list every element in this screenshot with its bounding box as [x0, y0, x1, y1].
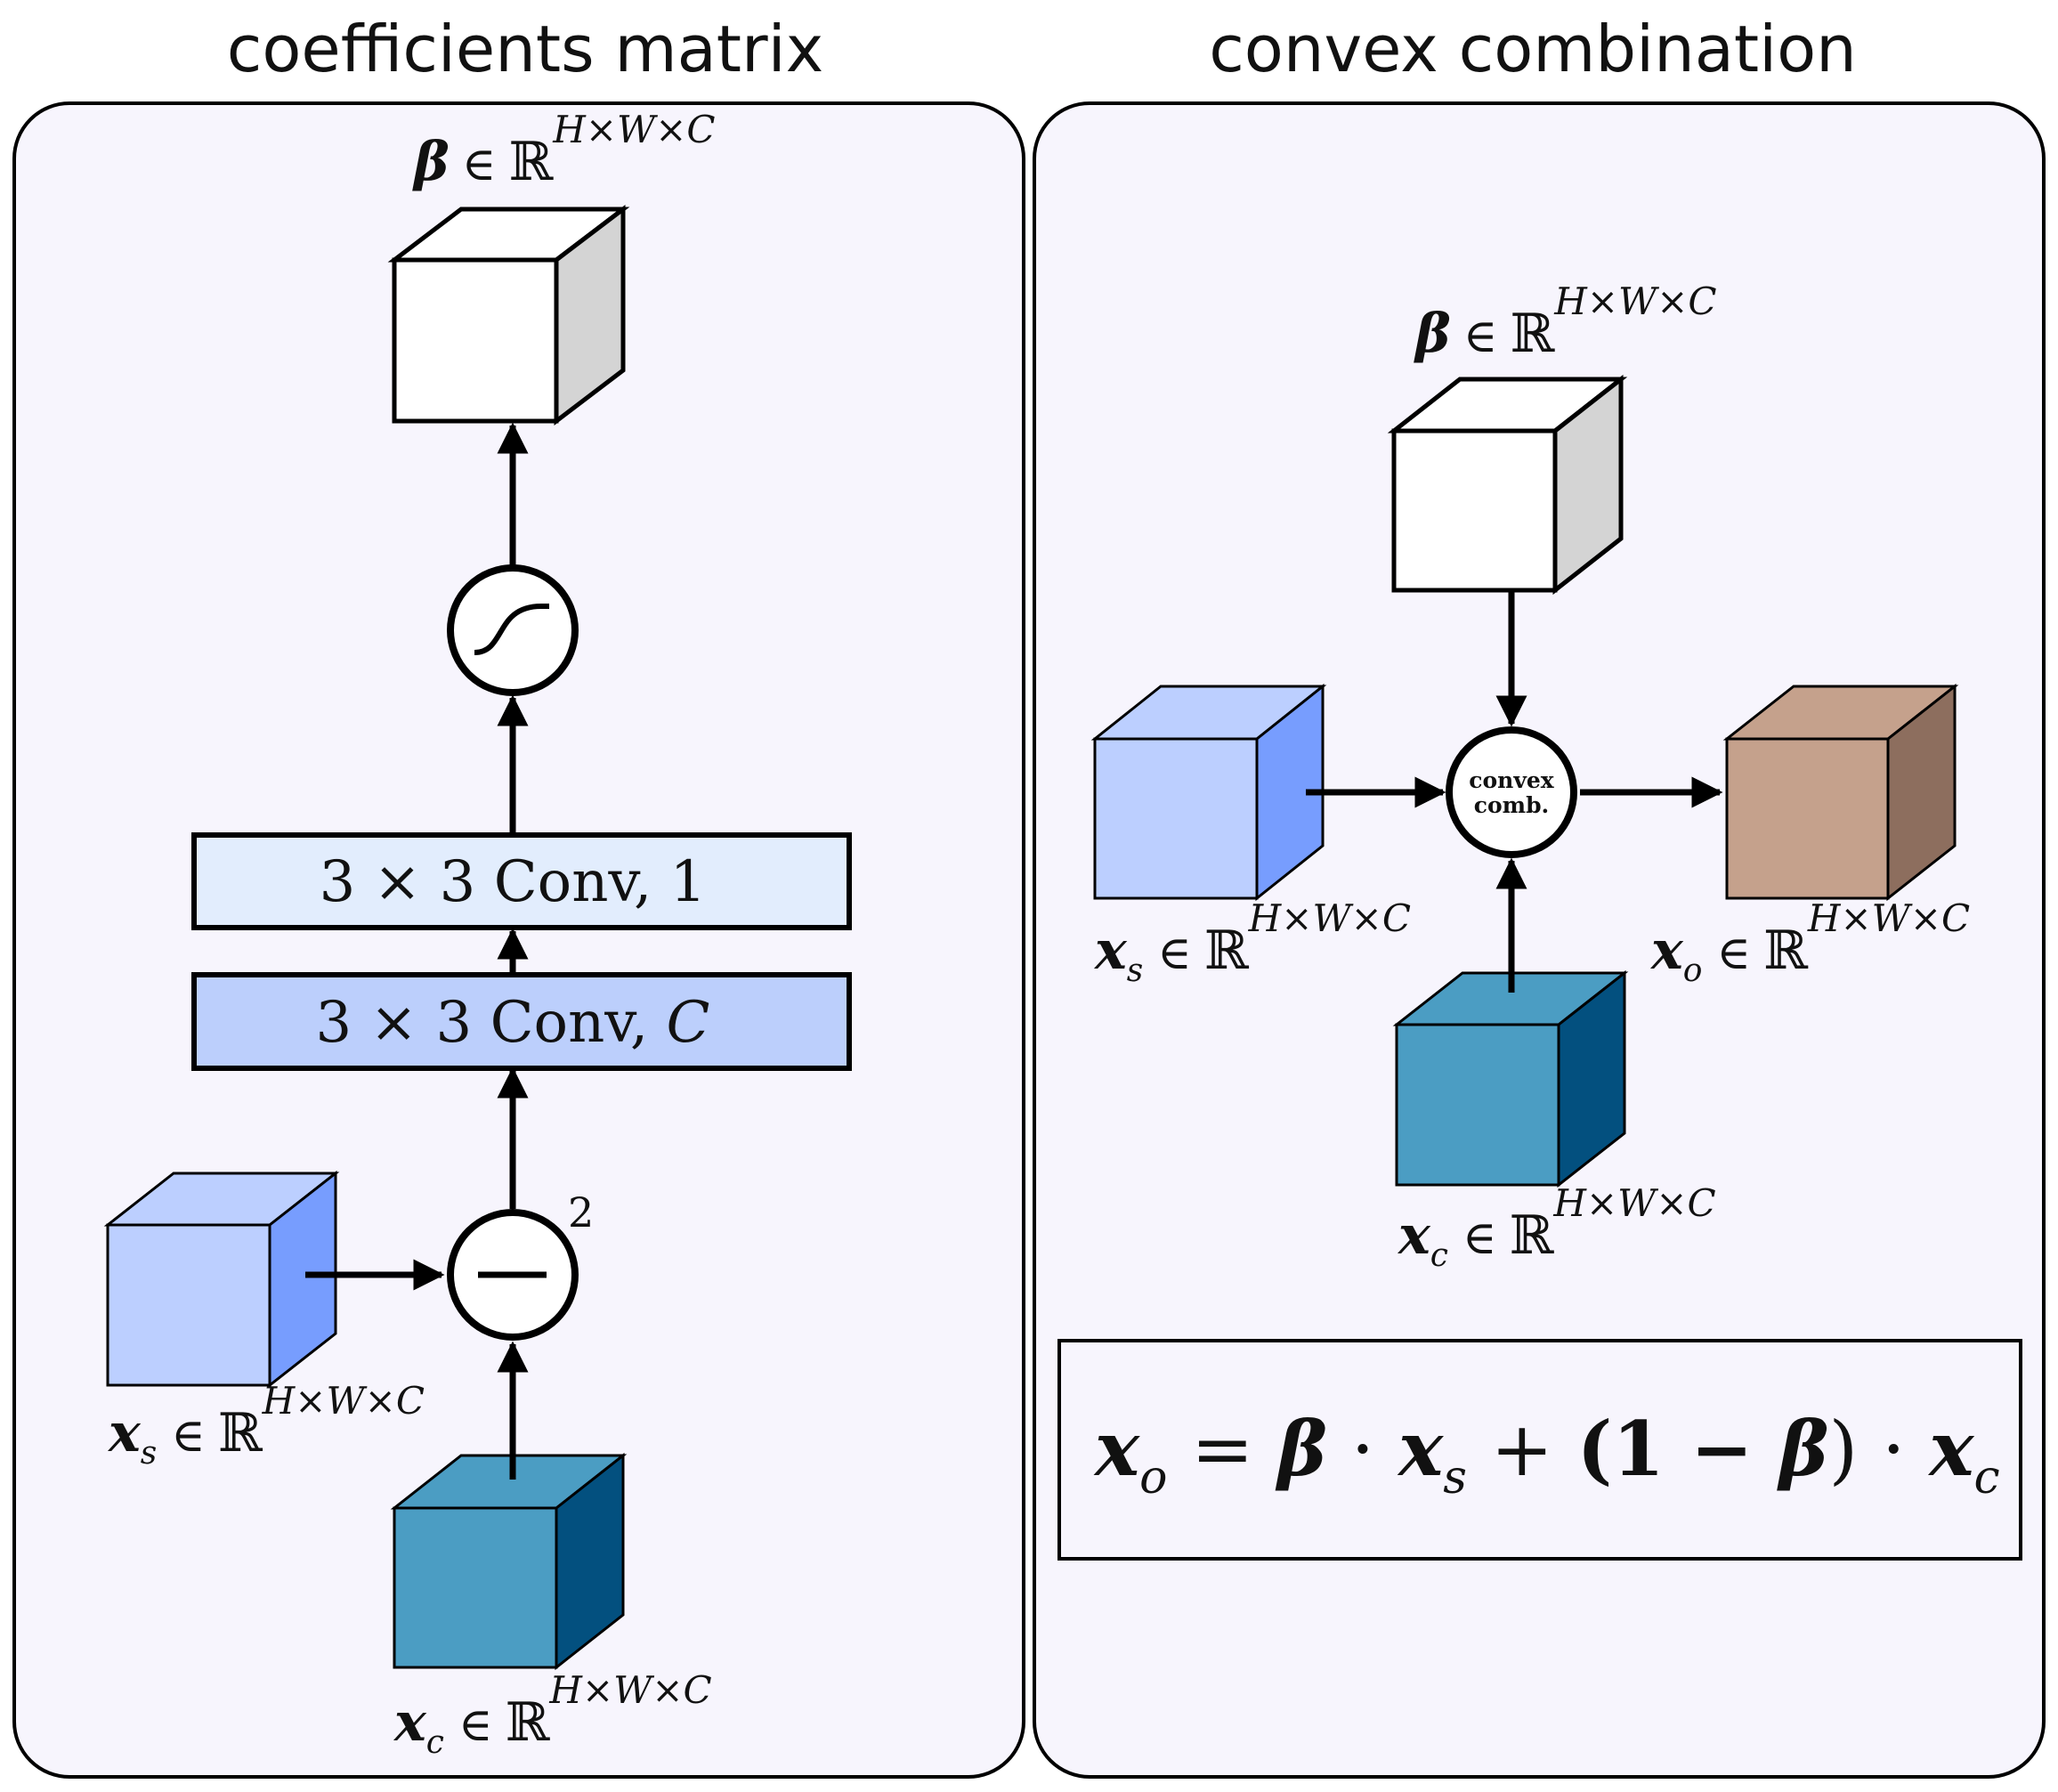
svg-text:3 × 3 Conv, 1: 3 × 3 Conv, 1	[320, 849, 707, 915]
sigmoid-node	[447, 564, 579, 696]
left-beta-label: β∈ℝH×W×C	[412, 108, 716, 193]
right-xo-cube	[1722, 683, 1959, 902]
minus-node: 2	[447, 1188, 594, 1341]
right-xo-label: xo∈ℝH×W×C	[1649, 896, 1970, 989]
right-beta-cube	[1387, 374, 1628, 596]
right-panel: convex combination β∈ℝH×W×C	[1033, 12, 2046, 1779]
left-xc-cube	[390, 1452, 628, 1671]
right-panel-title: convex combination	[1209, 12, 1857, 86]
sigmoid-icon	[474, 604, 549, 655]
left-beta-cube	[387, 204, 630, 426]
convex-node-line2: comb.	[1474, 792, 1550, 818]
convex-comb-node: convex comb.	[1446, 726, 1577, 858]
formula-box: xo = β · xs + (1 − β) · xc	[1057, 1339, 2022, 1561]
right-xc-label: xc∈ℝH×W×C	[1397, 1181, 1716, 1274]
left-xs-cube	[103, 1170, 340, 1389]
left-panel: coefficients matrix β∈ℝH×W×C 3 × 3 Conv,…	[12, 12, 1025, 1779]
minus-exponent: 2	[568, 1188, 594, 1237]
convex-node-line1: convex	[1469, 767, 1555, 793]
right-arrows	[1306, 592, 1723, 993]
left-xs-label: xs∈ℝH×W×C	[107, 1379, 425, 1472]
right-xc-cube	[1392, 969, 1629, 1188]
convC-layer: 3 × 3 Conv, C	[191, 972, 852, 1071]
left-xc-label: xc∈ℝH×W×C	[393, 1668, 712, 1761]
left-arrows	[305, 422, 529, 1480]
right-xs-cube	[1090, 683, 1327, 902]
conv1-layer: 3 × 3 Conv, 1	[191, 832, 852, 930]
left-panel-title: coefficients matrix	[227, 12, 823, 86]
right-xs-label: xs∈ℝH×W×C	[1093, 896, 1411, 989]
svg-text:3 × 3 Conv, C: 3 × 3 Conv, C	[315, 990, 709, 1056]
convex-formula: xo = β · xs + (1 − β) · xc	[1093, 1405, 2000, 1504]
right-beta-label: β∈ℝH×W×C	[1414, 280, 1717, 365]
